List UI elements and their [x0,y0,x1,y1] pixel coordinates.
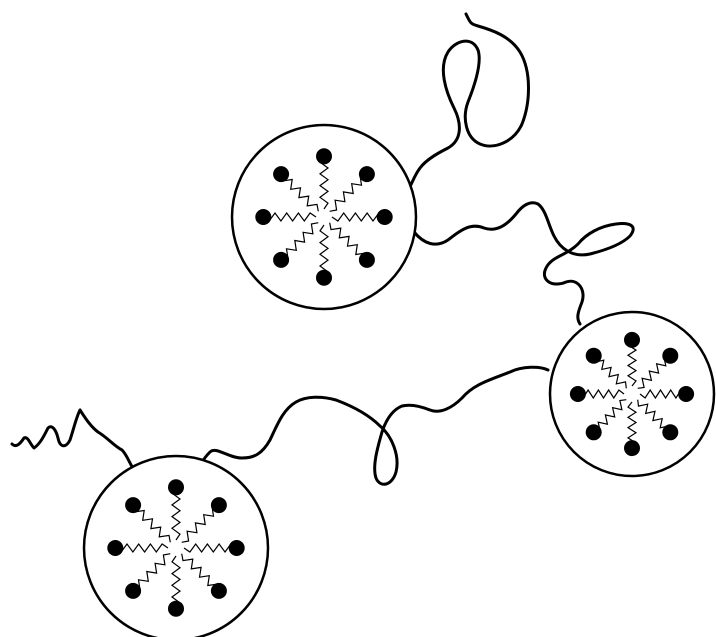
micelles-group [84,125,714,637]
surfactant-head [229,540,245,556]
polymer-chain-free-end [12,410,136,472]
surfactant-head [273,166,289,182]
surfactant-head [377,209,393,225]
polymer-chain-top-loop [408,14,529,190]
surfactant-head [273,252,289,268]
micelle-bottom [84,456,268,637]
surfactant-head [662,424,678,440]
surfactant-head [624,440,640,456]
micelle-right [550,312,714,476]
surfactant-head [316,148,332,164]
polymer-chain-middle [414,203,633,324]
surfactant-head [586,424,602,440]
polymer-chain-lower [200,367,548,484]
surfactant-head [211,583,227,599]
surfactant-head [570,386,586,402]
surfactant-head [662,348,678,364]
surfactant-head [125,583,141,599]
surfactant-head [678,386,694,402]
surfactant-head [586,348,602,364]
surfactant-head [359,166,375,182]
surfactant-head [316,270,332,286]
surfactant-head [359,252,375,268]
surfactant-head [168,479,184,495]
micelle-top [232,125,416,309]
surfactant-head [125,497,141,513]
surfactant-head [107,540,123,556]
surfactant-head [211,497,227,513]
surfactant-head [624,332,640,348]
surfactant-head [255,209,271,225]
surfactant-head [168,601,184,617]
